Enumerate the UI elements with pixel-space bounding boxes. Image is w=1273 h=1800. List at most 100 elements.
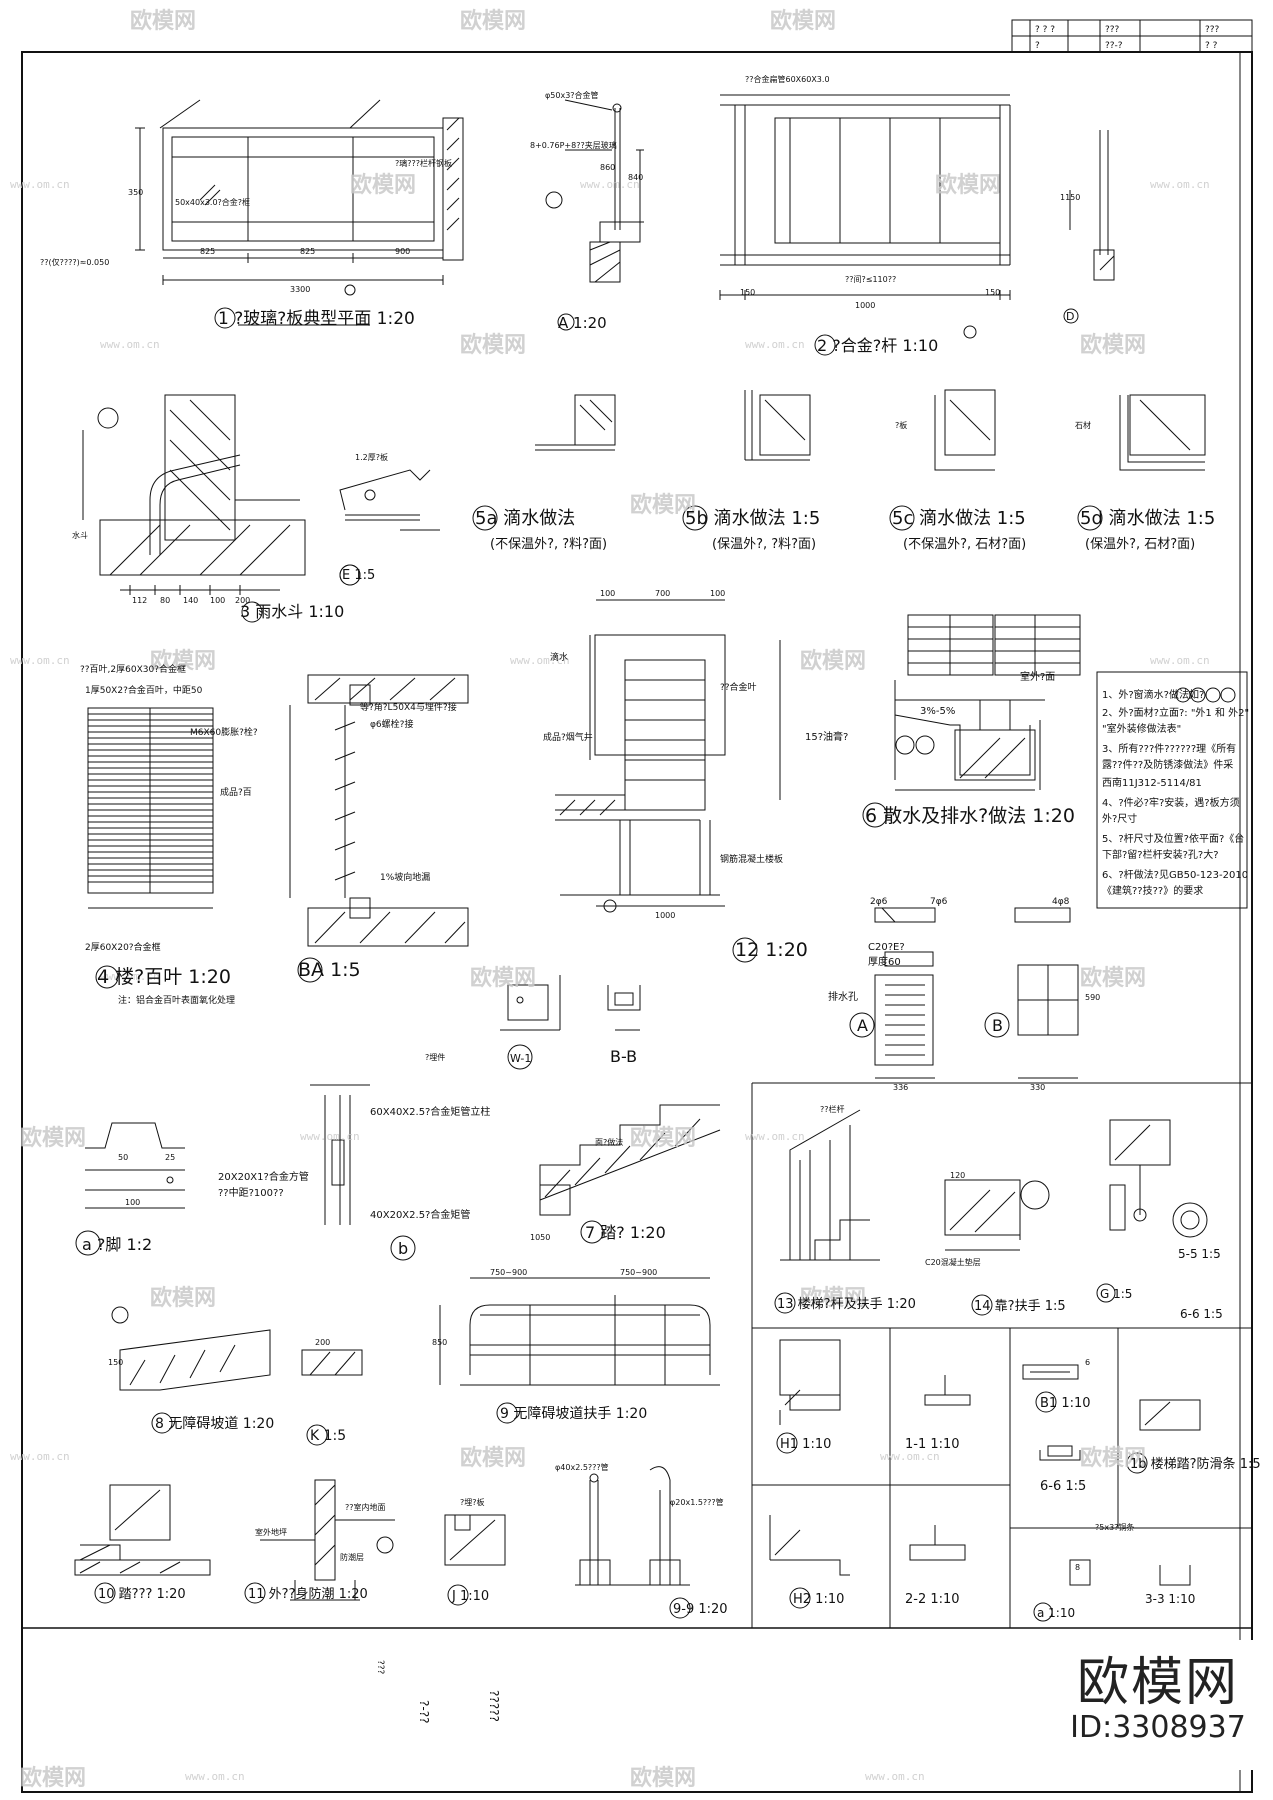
- detail-title: 13 楼梯?杆及扶手 1:20: [777, 1297, 916, 1312]
- detail-title: 2 ?合金?杆 1:10: [817, 336, 938, 355]
- dimension: 200: [235, 596, 250, 605]
- watermark-brand: 欧模网: [800, 1285, 866, 1311]
- annotation: 50x40x3.0?合金?框: [175, 197, 250, 207]
- dimension: 7φ6: [930, 897, 948, 907]
- detail-9-ramp-handrail: [439, 1277, 720, 1424]
- annotation: 石材: [1075, 420, 1091, 430]
- detail-title: 14 靠?扶手 1:5: [974, 1299, 1066, 1314]
- detail-title: 1b 楼梯踏?防滑条 1:5: [1130, 1456, 1261, 1472]
- annotation: 8+0.76P+8??夹层玻璃: [530, 140, 617, 150]
- detail-title: b: [398, 1239, 408, 1258]
- title-block-right1: ???: [1205, 25, 1220, 35]
- annotation: ??百叶,2厚60X30?合金框: [80, 663, 186, 675]
- detail-14-wall-handrail: [944, 1179, 1050, 1316]
- annotation: 等?角?L50X4与埋件?接: [360, 701, 457, 713]
- dimension: 1000: [855, 301, 875, 310]
- dimension: 750~900: [490, 1268, 527, 1277]
- detail-title: 6-6 1:5: [1040, 1479, 1086, 1494]
- notes-box: [1096, 671, 1248, 909]
- watermark-brand: 欧模网: [20, 1765, 86, 1791]
- annotation: 室外地坪: [255, 1527, 287, 1537]
- watermark-site: www.om.cn: [300, 1130, 360, 1143]
- detail-title: B-B: [610, 1047, 637, 1066]
- annotation: 室外?面: [1020, 670, 1055, 683]
- watermark-brand: 欧模网: [460, 332, 526, 358]
- dimension: 150: [985, 288, 1000, 297]
- annotation: ??合金叶: [720, 681, 757, 693]
- detail-title: 7 踏? 1:20: [585, 1223, 666, 1242]
- dimension: 6: [1085, 1358, 1090, 1367]
- logo-brand-text: 欧模网: [1076, 1653, 1239, 1713]
- annotation: 15?油膏?: [805, 730, 848, 743]
- detail-title: 9 无障碍坡道扶手 1:20: [500, 1406, 647, 1422]
- dimension: 1050: [530, 1233, 550, 1242]
- detail-title: a ?脚 1:2: [82, 1235, 152, 1254]
- annotation: 钢筋混凝土楼板: [720, 853, 783, 865]
- annotation: 滴水: [550, 651, 568, 663]
- annotation: 20X20X1?合金方管: [218, 1170, 309, 1183]
- dimension: 100: [600, 589, 615, 598]
- annotation: 成品?百: [220, 786, 252, 798]
- dimension: 3300: [290, 285, 310, 294]
- detail-title: J 1:10: [451, 1589, 489, 1604]
- bottom-text: ???: [375, 1660, 385, 1675]
- annotation: 水斗: [72, 530, 88, 540]
- detail-note: (保温外?, ?料?面): [712, 537, 816, 552]
- detail-8-ramp: [111, 1306, 363, 1446]
- watermark-site: www.om.cn: [10, 654, 70, 667]
- annotation-labels: 50x40x3.0?合金?框 ??(仅????)≈0.050 ?璃???栏杆钢板…: [40, 74, 1134, 1562]
- annotation: 2厚60X20?合金框: [85, 941, 161, 953]
- bottom-text: ?????: [487, 1690, 501, 1722]
- detail-12-smoke-shaft: [555, 599, 781, 913]
- annotation: 厚度60: [868, 955, 901, 968]
- detail-11-moisture: [244, 1479, 395, 1604]
- title-block-mid1: ???: [1105, 25, 1120, 35]
- detail-D-section: [1069, 130, 1115, 281]
- logo-watermark: 欧模网 ID:3308937: [1058, 1640, 1258, 1770]
- watermark-brand: 欧模网: [630, 1125, 696, 1151]
- detail-title: 1-1 1:10: [905, 1437, 960, 1452]
- dimension: 120: [950, 1171, 965, 1180]
- annotation: 60X40X2.5?合金矩管立柱: [370, 1105, 490, 1118]
- watermark-brand: 欧模网: [1080, 1445, 1146, 1471]
- dimension: 1000: [655, 911, 675, 920]
- note-line: "室外装修做法表": [1102, 722, 1181, 735]
- detail-b-rail-post: [310, 1084, 416, 1261]
- watermark-site: www.om.cn: [880, 1450, 940, 1463]
- watermark-brand: 欧模网: [935, 172, 1001, 198]
- detail-H2-group: [769, 1515, 1191, 1622]
- dimension: 330: [1030, 1083, 1045, 1092]
- detail-frames-right: [751, 1082, 1252, 1628]
- dimension: 80: [160, 596, 170, 605]
- dimension: 100: [210, 596, 225, 605]
- annotation: 面?做法: [595, 1137, 623, 1147]
- bottom-text: ?-??: [417, 1700, 431, 1723]
- note-line: 3、所有???件??????理《所有: [1102, 742, 1236, 755]
- detail-title: H2 1:10: [793, 1592, 844, 1607]
- annotation: ??间?≤110??: [845, 275, 896, 284]
- watermark-brand: 欧模网: [1080, 332, 1146, 358]
- note-line: 露??件??及防锈漆做法》件采: [1102, 758, 1233, 771]
- dimension: 750~900: [620, 1268, 657, 1277]
- watermark-site: www.om.cn: [10, 1450, 70, 1463]
- note-line: 6、?杆做法?见GB50-123-2010: [1102, 868, 1248, 881]
- dimension: 840: [628, 173, 643, 182]
- annotation: ??栏杆: [820, 1104, 845, 1114]
- detail-title: B1 1:10: [1040, 1396, 1091, 1411]
- watermark-site: www.om.cn: [1150, 178, 1210, 191]
- watermark-brand: 欧模网: [1080, 965, 1146, 991]
- detail-10-step: [74, 1484, 211, 1604]
- dimension: 860: [600, 163, 615, 172]
- sheet-border: [21, 51, 1253, 1793]
- annotation: ?埋?板: [460, 1497, 485, 1507]
- watermark-brand: 欧模网: [150, 1285, 216, 1311]
- note-line: 下部?留?栏杆安装?孔?大?: [1102, 848, 1219, 861]
- dimension: 112: [132, 596, 147, 605]
- annotation: ?5x3?铜条: [1095, 1522, 1134, 1532]
- detail-6-drainage: [862, 614, 1081, 828]
- annotation: 40X20X2.5?合金矩管: [370, 1208, 470, 1221]
- annotation: M6X60膨胀?栓?: [190, 726, 258, 738]
- detail-title: 8 无障碍坡道 1:20: [155, 1416, 274, 1432]
- dimension: 140: [183, 596, 198, 605]
- title-block-mid2: ??-?: [1105, 41, 1123, 51]
